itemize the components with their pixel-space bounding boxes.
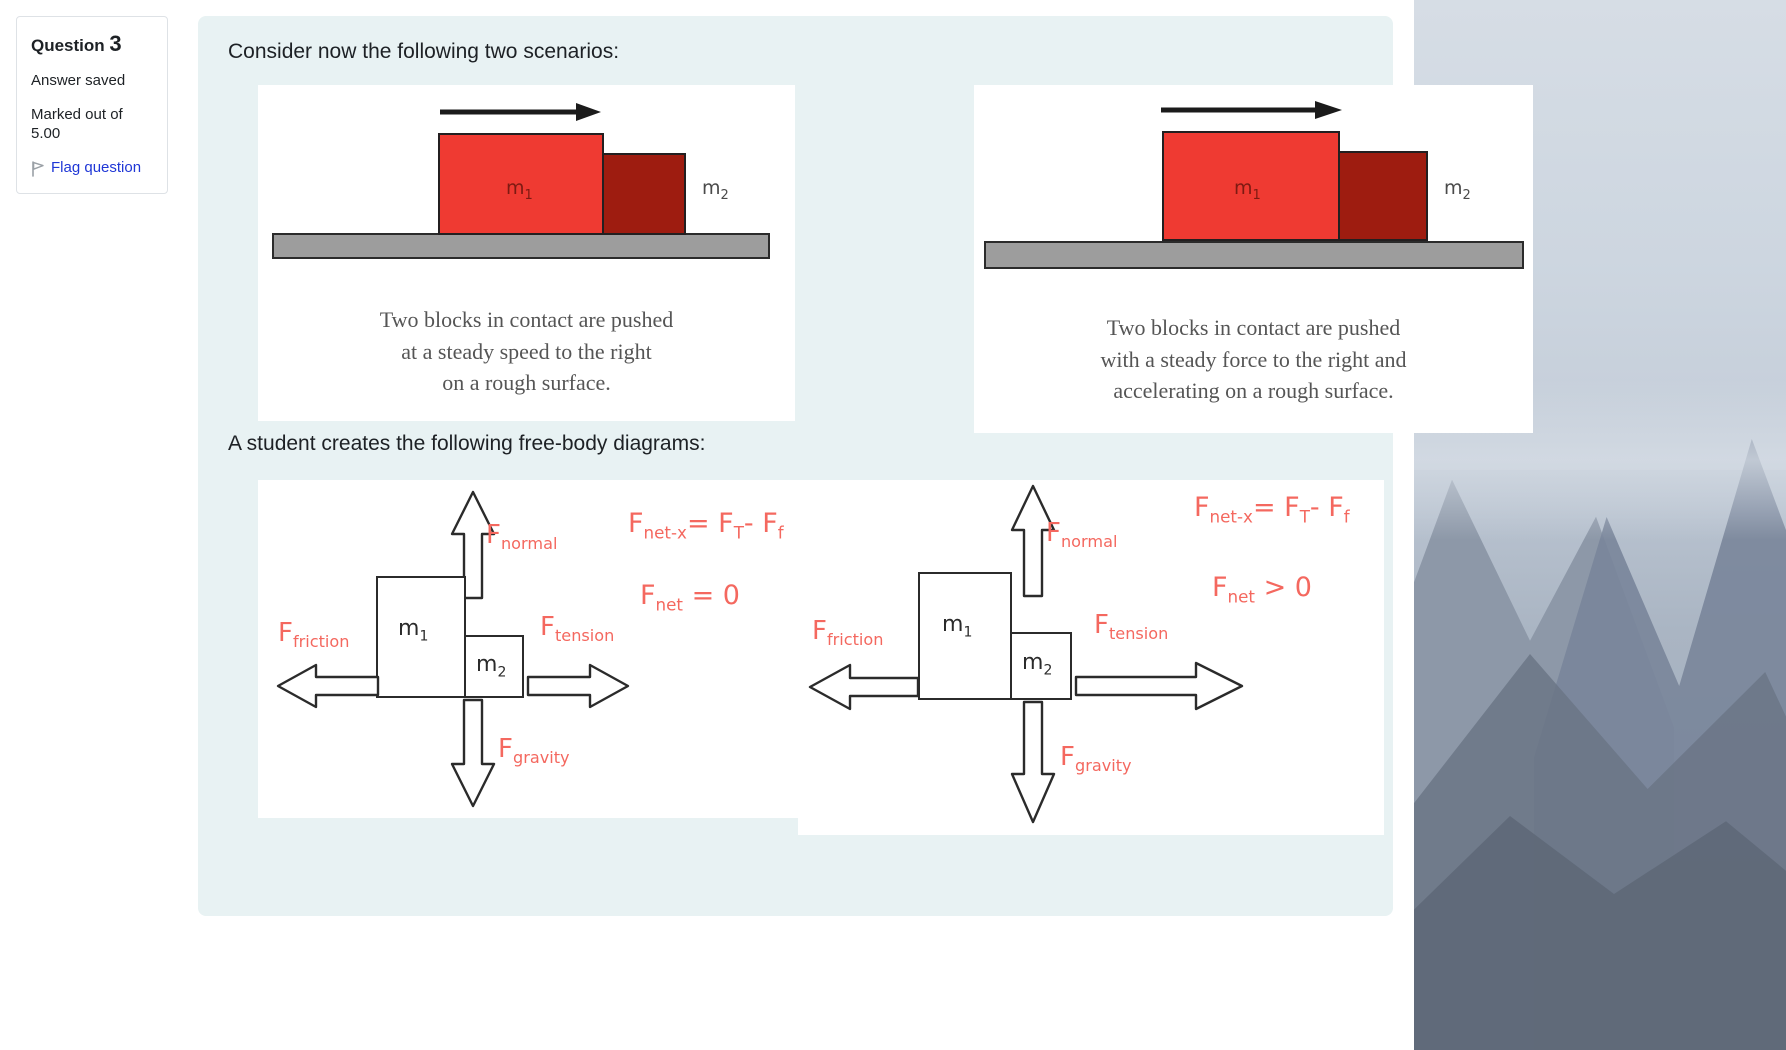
gravity-force-label: Fgravity xyxy=(498,733,570,767)
friction-force-arrow xyxy=(276,662,380,710)
block-m2 xyxy=(1338,151,1428,242)
gravity-force-arrow xyxy=(448,698,498,808)
caption-line: Two blocks in contact are pushed xyxy=(379,307,674,333)
scenario-row: m1 m2 Two blocks in contact are pushed a… xyxy=(228,85,1533,434)
question-status: Answer saved xyxy=(31,72,126,90)
scenario-1-caption: Two blocks in contact are pushed at a st… xyxy=(258,304,795,398)
fbd-row: Fnormal Fnet-x= FT- Ff Fnet = 0 m1 m2 xyxy=(228,479,1384,835)
question-heading: Question 3 xyxy=(31,31,153,57)
question-label: Question xyxy=(31,36,105,55)
tension-force-arrow xyxy=(526,662,630,710)
fbd-block-m1 xyxy=(918,571,1012,700)
scenario-card-1: m1 m2 Two blocks in contact are pushed a… xyxy=(258,85,795,422)
block-m2 xyxy=(602,153,686,236)
ground-surface xyxy=(272,233,770,260)
caption-line: on a rough surface. xyxy=(442,369,611,395)
question-content-panel: Consider now the following two scenarios… xyxy=(198,16,1533,916)
flag-icon xyxy=(31,161,45,177)
scenario-2-figure: m1 m2 xyxy=(974,85,1533,290)
push-direction-arrow xyxy=(438,101,603,123)
gravity-force-label: Fgravity xyxy=(1060,741,1132,775)
caption-line: at a steady speed to the right xyxy=(401,338,652,364)
question-marks: Marked out of 5.00 xyxy=(31,105,123,142)
tension-force-label: Ftension xyxy=(540,611,615,645)
equation-net-x: Fnet-x= FT- Ff xyxy=(1194,491,1350,526)
friction-force-label: Ffriction xyxy=(278,617,350,651)
fbd-block-m1-label: m1 xyxy=(942,611,973,640)
tension-force-label: Ftension xyxy=(1094,609,1169,643)
question-info-box: Question 3 Answer saved Marked out of 5.… xyxy=(16,16,168,195)
caption-line: accelerating on a rough surface. xyxy=(1113,377,1394,403)
flag-question-link[interactable]: Flag question xyxy=(51,158,142,176)
friction-force-arrow xyxy=(808,662,920,712)
scenario-2-caption: Two blocks in contact are pushed with a … xyxy=(974,312,1533,406)
block-m1 xyxy=(1162,131,1340,242)
push-direction-arrow xyxy=(1159,99,1344,121)
normal-force-label: Fnormal xyxy=(1046,517,1118,551)
equation-net: Fnet > 0 xyxy=(1212,571,1312,606)
normal-force-arrow xyxy=(1008,484,1058,598)
normal-force-arrow xyxy=(448,490,498,600)
scenario-card-2: m1 m2 Two blocks in contact are pushed w… xyxy=(974,85,1533,434)
block-m2-label: m2 xyxy=(702,177,729,204)
caption-line: with a steady force to the right and xyxy=(1100,346,1407,372)
prompt-scenarios: Consider now the following two scenarios… xyxy=(228,40,620,63)
equation-net: Fnet = 0 xyxy=(640,579,740,614)
fbd-block-m2 xyxy=(1010,631,1072,700)
ground-surface xyxy=(984,241,1524,270)
fbd-card-2: Fnormal Fnet-x= FT- Ff Fnet > 0 m1 m2 xyxy=(798,479,1384,835)
fbd-block-m2-label: m2 xyxy=(1022,649,1053,678)
block-m2-label: m2 xyxy=(1444,177,1471,204)
scenario-1-figure: m1 m2 xyxy=(258,85,795,280)
prompt-fbd: A student creates the following free-bod… xyxy=(228,432,706,456)
caption-line: Two blocks in contact are pushed xyxy=(1106,315,1401,341)
tension-force-arrow xyxy=(1074,660,1244,712)
flag-question-control[interactable]: Flag question xyxy=(31,158,153,177)
gravity-force-arrow xyxy=(1008,700,1058,824)
normal-force-label: Fnormal xyxy=(486,519,558,553)
block-m1 xyxy=(438,133,604,236)
fbd-block-m1-label: m1 xyxy=(398,615,429,644)
question-number: 3 xyxy=(109,31,122,56)
fbd-card-1: Fnormal Fnet-x= FT- Ff Fnet = 0 m1 m2 xyxy=(258,479,798,818)
fbd-block-m2 xyxy=(464,634,524,698)
fbd-block-m2-label: m2 xyxy=(476,651,507,680)
block-m1-label: m1 xyxy=(506,177,533,204)
equation-net-x: Fnet-x= FT- Ff xyxy=(628,507,784,542)
block-m1-label: m1 xyxy=(1234,177,1261,204)
desktop-wallpaper xyxy=(1414,0,1786,1050)
friction-force-label: Ffriction xyxy=(812,615,884,649)
